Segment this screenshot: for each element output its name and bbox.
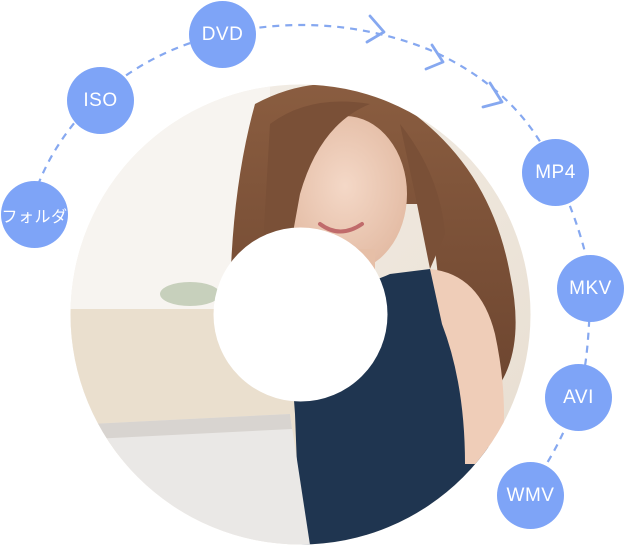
format-label-mp4: MP4 xyxy=(535,161,576,183)
arrow-icon-3 xyxy=(481,81,504,109)
format-label-folder: フォルダ xyxy=(1,208,68,226)
format-label-iso: ISO xyxy=(83,89,118,111)
format-bubble-mp4: MP4 xyxy=(522,139,589,206)
format-label-dvd: DVD xyxy=(201,23,244,45)
format-bubble-wmv: WMV xyxy=(497,462,564,529)
arrow-icon-2 xyxy=(424,43,445,71)
format-bubble-folder: フォルダ xyxy=(1,181,68,248)
format-label-mkv: MKV xyxy=(569,277,612,299)
woman-with-laptop-icon xyxy=(70,84,531,545)
disc-photo xyxy=(70,84,531,545)
format-bubble-mkv: MKV xyxy=(557,255,624,322)
arrow-icon-1 xyxy=(365,14,386,44)
format-bubble-dvd: DVD xyxy=(189,1,256,68)
format-bubble-avi: AVI xyxy=(545,364,612,431)
format-label-wmv: WMV xyxy=(506,484,555,506)
format-bubble-iso: ISO xyxy=(67,67,134,134)
disc-center-hole xyxy=(213,227,388,402)
format-label-avi: AVI xyxy=(563,386,594,408)
